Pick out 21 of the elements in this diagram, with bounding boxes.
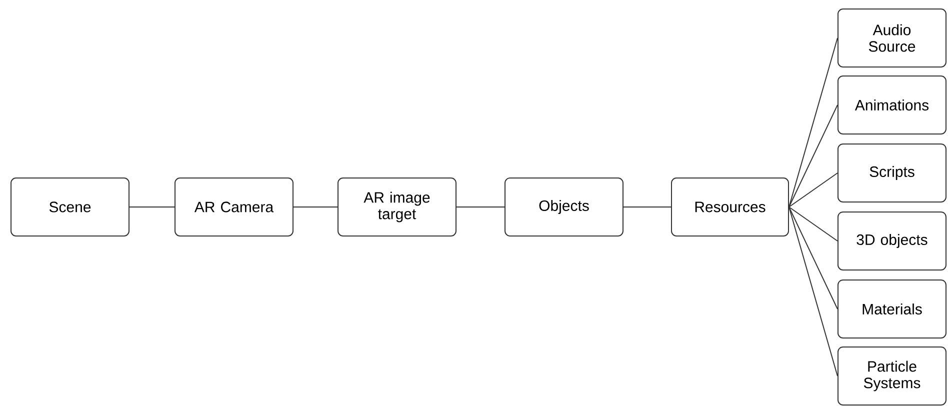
connector-line <box>129 206 175 208</box>
process-box: Animations <box>838 76 946 134</box>
connector-line <box>788 38 838 208</box>
process-box: Scene <box>10 178 130 236</box>
process-box: Audio Source <box>838 8 946 68</box>
process-box: AR Camera <box>174 178 294 236</box>
process-box: AR image target <box>338 178 456 236</box>
connector-line <box>788 172 838 208</box>
process-box: Resources <box>671 178 789 236</box>
process-box: Scripts <box>838 144 946 202</box>
process-box: 3D objects <box>838 212 946 270</box>
connector-line <box>788 206 838 376</box>
process-box: Particle Systems <box>838 346 946 406</box>
connector-line <box>788 206 838 310</box>
connector-line <box>623 206 672 208</box>
connector-line <box>456 206 505 208</box>
connector-line <box>788 104 838 208</box>
process-box: Materials <box>838 280 946 338</box>
connector-line <box>788 206 838 242</box>
process-box: Objects <box>504 178 624 236</box>
connector-line <box>293 206 338 208</box>
